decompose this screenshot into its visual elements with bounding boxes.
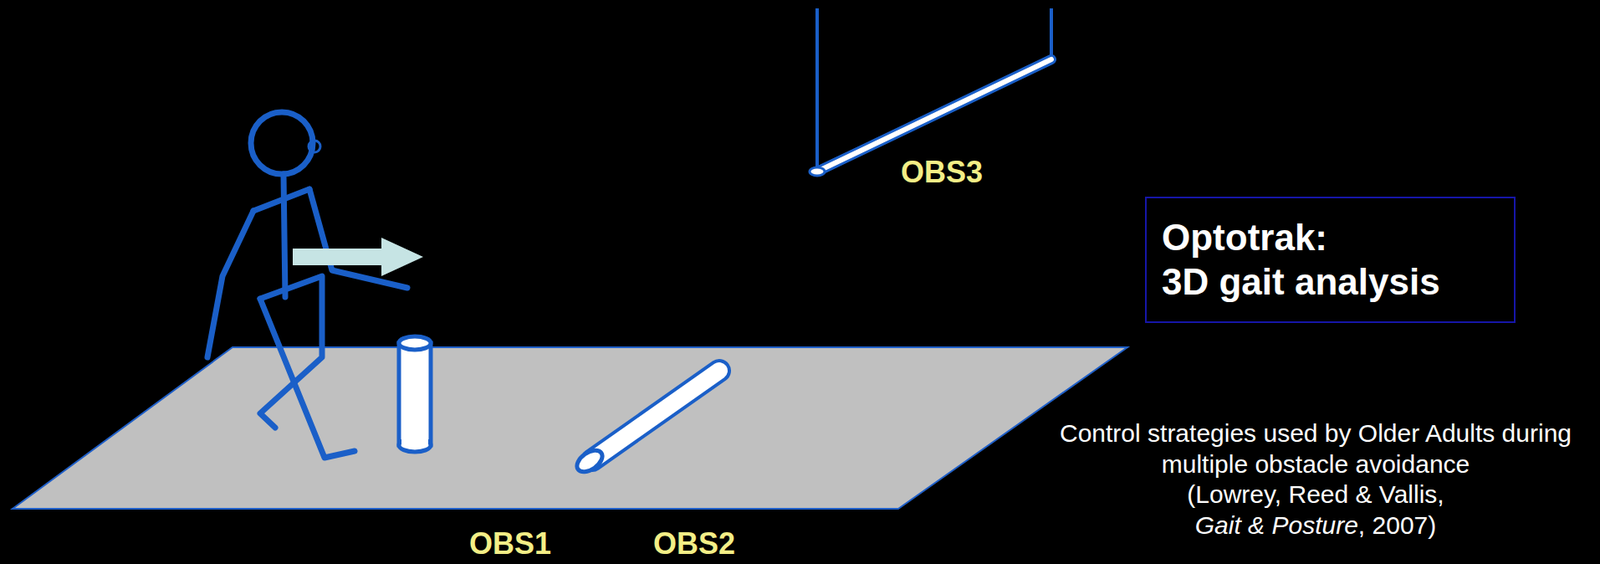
obstacle-hanging-bar bbox=[809, 8, 1052, 176]
direction-arrow bbox=[292, 237, 424, 277]
obstacle-label: OBS2 bbox=[653, 526, 736, 561]
box-body: 3D gait analysis bbox=[1161, 260, 1499, 305]
citation-caption: Control strategies used by Older Adults … bbox=[1035, 418, 1596, 541]
obstacle-post bbox=[398, 336, 431, 452]
caption-year: , 2007) bbox=[1358, 511, 1437, 539]
obstacle-floor-bar bbox=[572, 370, 720, 476]
walker-figure bbox=[207, 112, 408, 458]
obstacle-label: OBS3 bbox=[900, 155, 983, 190]
obstacle-label: OBS1 bbox=[469, 526, 552, 561]
floor bbox=[12, 347, 1128, 509]
caption-authors: (Lowrey, Reed & Vallis, bbox=[1186, 480, 1444, 508]
info-box: Optotrak:3D gait analysis bbox=[1145, 196, 1516, 323]
box-heading: Optotrak: bbox=[1161, 215, 1499, 261]
caption-journal: Gait & Posture bbox=[1195, 511, 1359, 539]
caption-title: Control strategies used by Older Adults … bbox=[1059, 419, 1572, 478]
